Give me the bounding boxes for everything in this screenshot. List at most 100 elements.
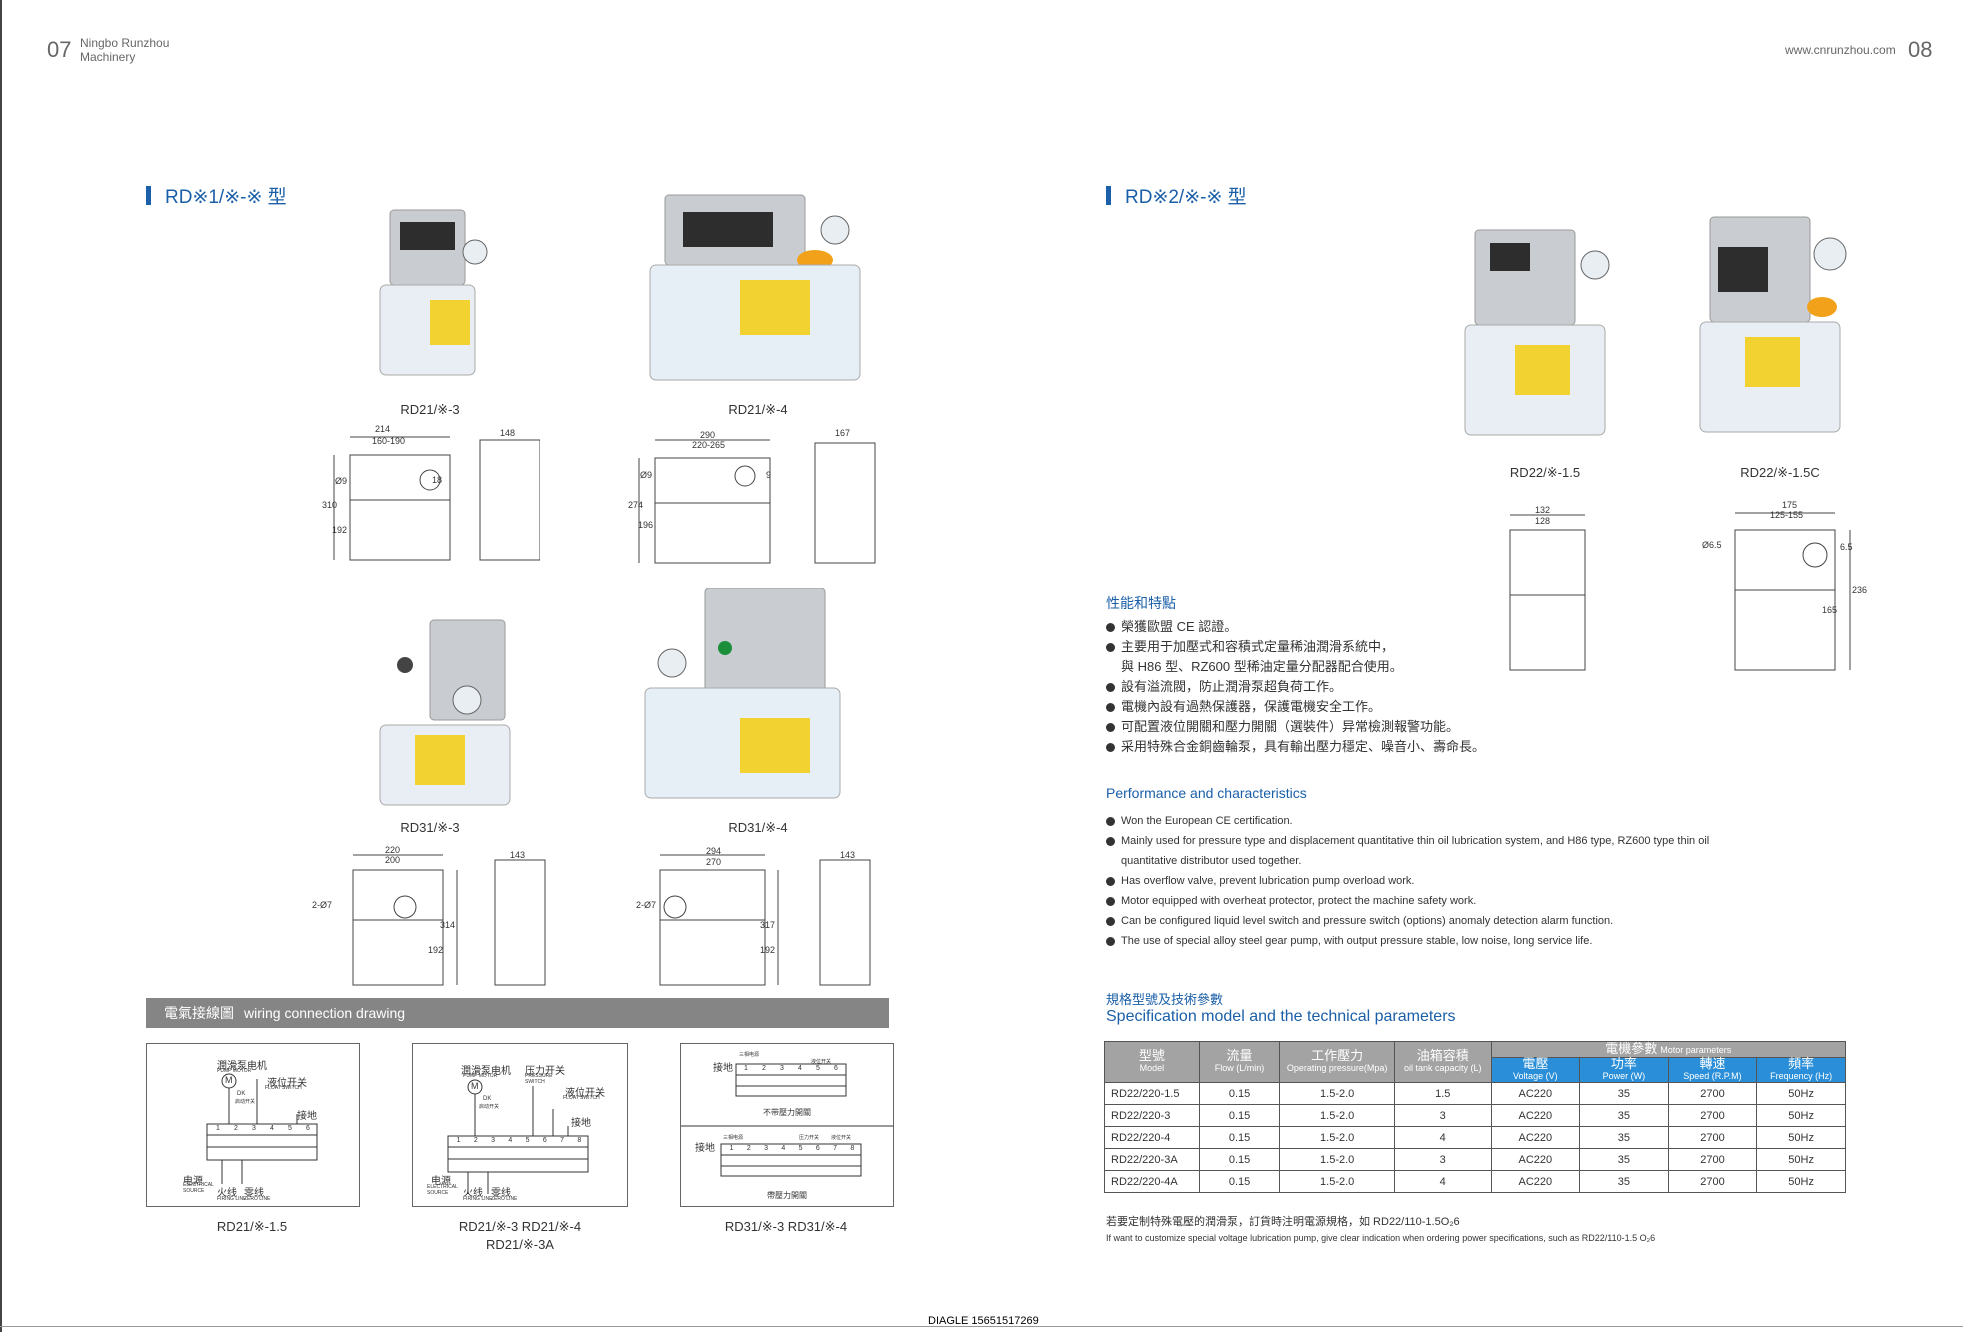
feature-en-item: Motor equipped with overheat protector, … <box>1106 891 1866 911</box>
wd2-terminal: 5 <box>525 1137 530 1144</box>
dim-rd22-1-5c-width: 175 <box>1782 500 1798 510</box>
feature-zh-text: 設有溢流閥，防止潤滑泵超負荷工作。 <box>1121 679 1343 694</box>
cell-frequency: 50Hz <box>1756 1170 1846 1193</box>
dim-rd31-4-mount: 270 <box>706 857 722 867</box>
dim-rd21-4-depth: 167 <box>835 428 851 438</box>
feature-zh-text: 與 H86 型、RZ600 型稀油定量分配器配合使用。 <box>1121 659 1403 674</box>
wd1-level-label: 液位开关 <box>267 1078 307 1089</box>
feature-zh-item: 與 H86 型、RZ600 型稀油定量分配器配合使用。 <box>1106 657 1706 677</box>
features-en-list: Won the European CE certification. Mainl… <box>1106 811 1866 951</box>
cell-pressure: 1.5-2.0 <box>1279 1082 1395 1105</box>
dim-rd21-3-mount: 160-190 <box>372 436 406 446</box>
cell-power: 35 <box>1579 1104 1669 1127</box>
title-accent-bar <box>1106 186 1111 205</box>
col-header-en: oil tank capacity (L) <box>1403 1063 1482 1073</box>
bullet-icon <box>1106 916 1115 926</box>
cell-pressure: 1.5-2.0 <box>1279 1148 1395 1171</box>
wd3-top-level: 液位开关 <box>811 1059 832 1065</box>
wd1-dk: DK <box>237 1091 246 1097</box>
wiring-section-header: 電氣接線圖 wiring connection drawing <box>146 998 889 1028</box>
feature-en-text: Motor equipped with overheat protector, … <box>1121 895 1477 907</box>
wd3-terminal: 7 <box>833 1145 838 1152</box>
dim-rd22-1-5c-height: 236 <box>1852 585 1868 595</box>
product-photo-rd21-4 <box>649 194 861 381</box>
col-header-zh: 流量 <box>1226 1048 1253 1063</box>
cell-frequency: 50Hz <box>1756 1104 1846 1127</box>
table-row: RD22/220-3 0.15 1.5-2.0 3 AC220 35 2700 … <box>1104 1104 1846 1127</box>
feature-zh-text: 電機內設有過熱保護器，保護電機安全工作。 <box>1121 699 1382 714</box>
wd2-pressure-label: 压力开关 <box>525 1066 565 1077</box>
col-header-en: Power (W) <box>1602 1071 1646 1081</box>
spec-heading-zh: 規格型號及技術參數 <box>1106 992 1224 1007</box>
wd2-motor-symbol: M <box>471 1081 479 1091</box>
wd1-pump-en: PUMP MOTOR <box>217 1068 252 1074</box>
wd2-terminal: 2 <box>473 1137 478 1144</box>
wd1-power-label: 电源 <box>183 1176 203 1187</box>
cell-speed: 2700 <box>1667 1126 1758 1149</box>
dim-rd22-1-5-width: 132 <box>1535 505 1551 515</box>
cell-speed: 2700 <box>1667 1170 1758 1193</box>
title-accent-bar <box>146 186 151 205</box>
website-url[interactable]: www.cnrunzhou.com <box>1785 43 1896 57</box>
col-header-en: Frequency (Hz) <box>1770 1071 1833 1081</box>
product-photo-rd21-3 <box>379 209 488 376</box>
cell-tank: 1.5 <box>1393 1082 1492 1105</box>
company-line-1: Ningbo Runzhou <box>80 36 170 50</box>
bullet-icon <box>1106 683 1115 693</box>
wd3-terminal: 8 <box>850 1145 855 1152</box>
cell-voltage: AC220 <box>1490 1082 1581 1105</box>
bullet-icon <box>1106 936 1115 946</box>
col-header-zh: 頻率 <box>1788 1056 1815 1071</box>
wd2-terminal: 4 <box>508 1137 513 1144</box>
dimension-drawing-rd31-3 <box>352 854 546 986</box>
feature-zh-text: 可配置液位開關和壓力開關（選裝件）异常檢測報警功能。 <box>1121 719 1460 734</box>
dim-rd31-3-mount: 200 <box>385 855 401 865</box>
cell-power: 35 <box>1579 1148 1669 1171</box>
wd1-power-en: ELECTRICAL SOURCE <box>183 1182 214 1194</box>
bullet-icon <box>1106 896 1115 906</box>
wd1-zero-en: ZERO LINE <box>244 1196 271 1202</box>
dim-rd21-3-hole: Ø9 <box>335 476 348 486</box>
wd3-terminal: 4 <box>798 1065 802 1072</box>
wd2-terminal: 6 <box>542 1137 547 1144</box>
bullet-icon <box>1106 876 1115 886</box>
feature-en-text: The use of special alloy steel gear pump… <box>1121 935 1593 947</box>
wd2-zero-label: 零线 <box>491 1188 511 1199</box>
wd1-motor-symbol: M <box>225 1075 233 1085</box>
cell-speed: 2700 <box>1667 1082 1758 1105</box>
wd2-level-en: FLOAT SWITCH <box>563 1095 600 1101</box>
features-en-heading: Performance and characteristics <box>1106 785 1307 801</box>
feature-zh-item: 設有溢流閥，防止潤滑泵超負荷工作。 <box>1106 677 1706 697</box>
cell-tank: 3 <box>1393 1104 1492 1127</box>
cell-voltage: AC220 <box>1490 1170 1581 1193</box>
dimension-drawing-rd21-3 <box>333 436 540 561</box>
wd3-ground-bottom: 接地 <box>695 1143 715 1154</box>
cell-model: RD22/220-4 <box>1104 1126 1200 1149</box>
dim-rd22-1-5c-hole: Ø6.5 <box>1702 540 1722 550</box>
motor-params-group-header: 電機參數 Motor parameters <box>1490 1041 1847 1058</box>
feature-zh-item: 采用特殊合金銅齒輪泵，具有輸出壓力穩定、噪音小、壽命長。 <box>1106 737 1706 757</box>
cell-model: RD22/220-3 <box>1104 1104 1200 1127</box>
wd3-terminal: 4 <box>781 1145 786 1152</box>
features-zh-heading: 性能和特點 <box>1106 595 1176 611</box>
wiring-title-zh: 電氣接線圖 <box>164 1005 234 1021</box>
cell-pressure: 1.5-2.0 <box>1279 1126 1395 1149</box>
col-header-zh: 型號 <box>1138 1048 1165 1063</box>
wd1-terminals: 1 2 3 4 5 6 <box>209 1125 317 1132</box>
col-header-en: Operating pressure(Mpa) <box>1286 1063 1388 1073</box>
product-photo-rd22-1-5c <box>1699 216 1847 433</box>
wiring-diagram-3-lines <box>681 1063 893 1177</box>
page-left-border <box>0 0 2 1332</box>
col-header-zh: 電壓 <box>1522 1056 1549 1071</box>
dimension-drawing-rd22-1-5 <box>1509 514 1586 671</box>
cell-power: 35 <box>1579 1126 1669 1149</box>
dim-rd22-1-5c-offset: 6.5 <box>1840 542 1853 552</box>
wiring-diagram-2: 潤滑泵电机 PUMP MOTOR M DK 启动开关 压力开关 PRESSURE… <box>412 1043 628 1207</box>
cell-pressure: 1.5-2.0 <box>1279 1104 1395 1127</box>
dim-rd31-4-tank-height: 192 <box>760 945 776 955</box>
wd1-terminal: 5 <box>288 1125 292 1132</box>
col-header-en: Flow (L/min) <box>1214 1063 1265 1073</box>
dim-rd21-3-depth: 148 <box>500 428 516 438</box>
